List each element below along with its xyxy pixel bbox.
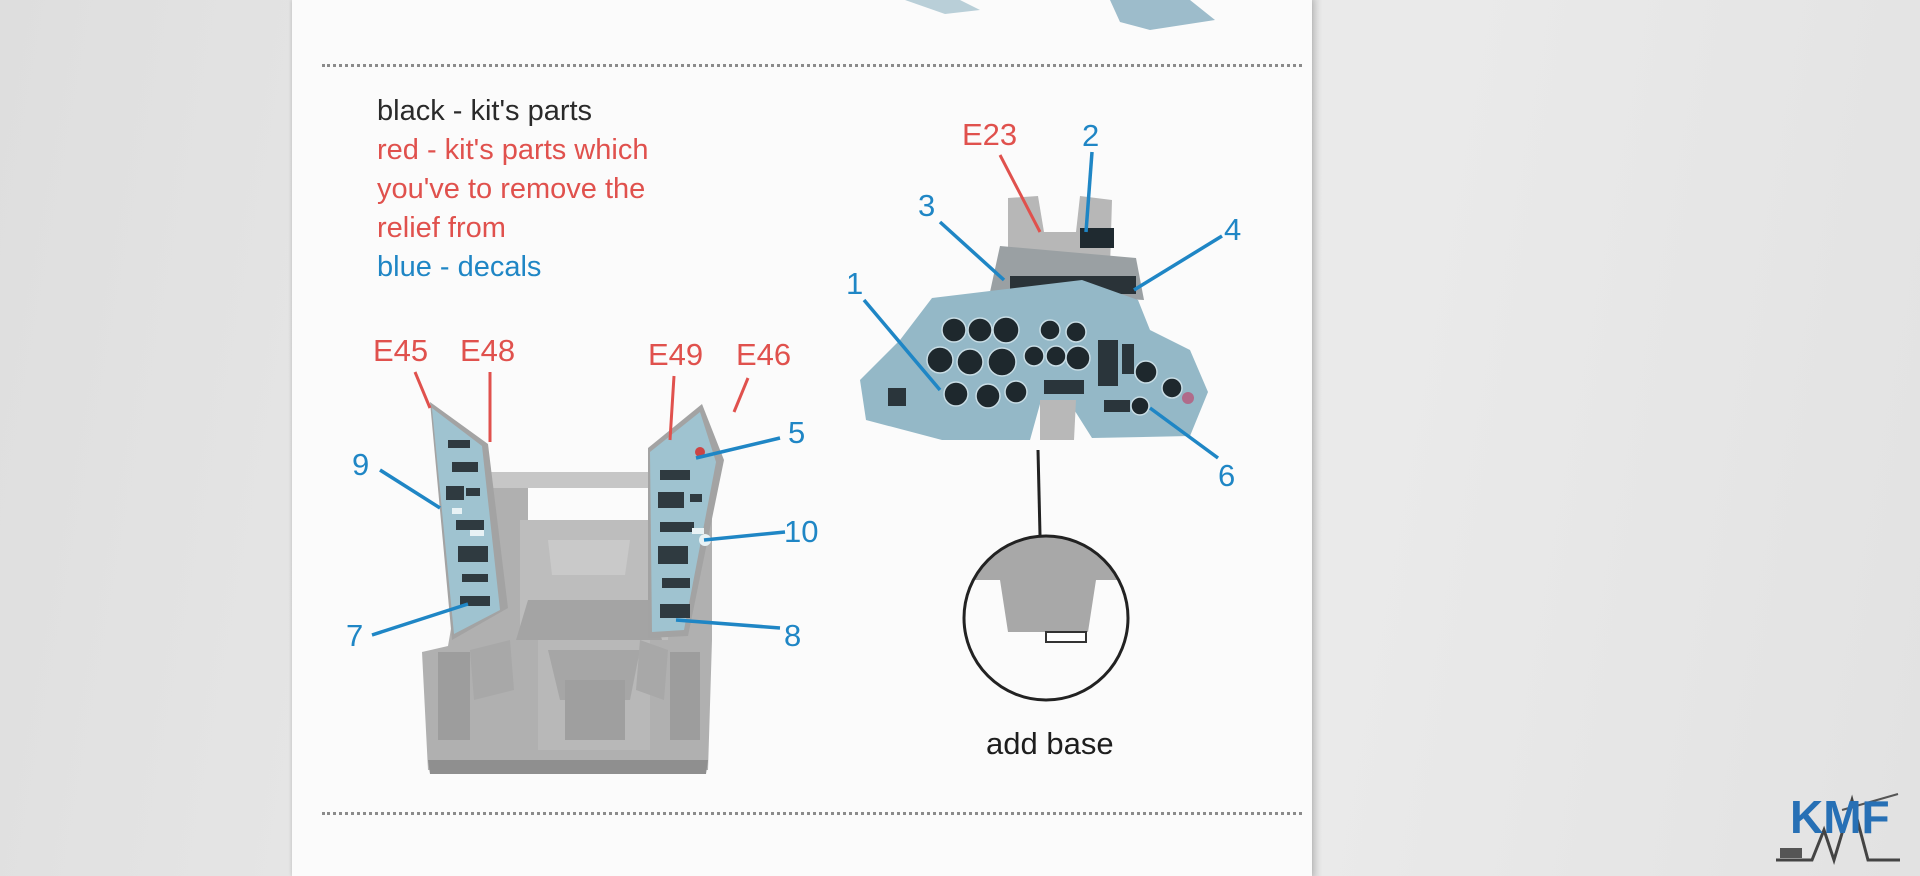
- part-label-e49: E49: [648, 337, 704, 372]
- part-label-e45: E45: [373, 333, 429, 368]
- decal-label-4: 4: [1224, 212, 1242, 247]
- decal-label-1: 1: [846, 266, 864, 301]
- part-label-e48: E48: [460, 333, 516, 368]
- cut-line-top: [322, 64, 1302, 67]
- main-instrument-panel: [860, 196, 1208, 440]
- part-label-e46: E46: [736, 337, 792, 372]
- decal-label-9: 9: [352, 447, 370, 482]
- color-legend: black - kit's parts red - kit's parts wh…: [377, 92, 648, 287]
- legend-red-line-2: you've to remove the: [377, 173, 646, 205]
- decal-label-2: 2: [1082, 118, 1100, 153]
- previous-step-part: [905, 0, 980, 14]
- cut-line-bottom: [322, 812, 1302, 815]
- right-side-console: [648, 404, 724, 638]
- legend-black: black - kit's parts: [377, 95, 593, 127]
- decal-label-3: 3: [918, 188, 936, 223]
- red-leader-lines: [413, 154, 1042, 442]
- decal-label-8: 8: [784, 618, 802, 653]
- add-base-note: add base: [986, 726, 1114, 761]
- base-detail: [962, 449, 1130, 702]
- legend-red-line-3: relief from: [377, 212, 506, 244]
- decal-label-10: 10: [784, 514, 819, 549]
- left-side-console: [430, 402, 508, 640]
- legend-red-line-1: red - kit's parts which: [377, 134, 649, 166]
- decal-label-5: 5: [788, 415, 806, 450]
- decal-label-6: 6: [1218, 458, 1236, 493]
- previous-step-part: [1110, 0, 1215, 30]
- kmf-watermark-logo: [1776, 793, 1900, 865]
- sheet-edge-shadow: [1312, 0, 1322, 876]
- kmf-watermark-text: KMF: [1790, 791, 1890, 843]
- legend-blue: blue - decals: [377, 251, 542, 283]
- blue-leader-lines: [371, 151, 1223, 637]
- part-label-e23: E23: [962, 117, 1018, 152]
- decal-label-7: 7: [346, 618, 364, 653]
